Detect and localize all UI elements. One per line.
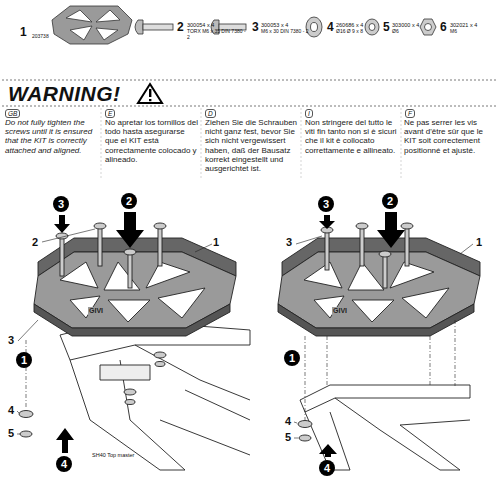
callout-number: 6 [440, 21, 447, 35]
callout-number: 5 [383, 21, 390, 35]
part-label: 300053 x 4 [261, 22, 288, 28]
callout-number: 4 [285, 415, 291, 428]
warning-text: Ziehen Sie die Schrauben nicht ganz fest… [205, 118, 298, 173]
left-arrows [18, 212, 144, 453]
part-label: 302021 x 4 [450, 22, 477, 28]
callout-number: 1 [16, 352, 32, 368]
part-label: SH40 Top master [92, 452, 134, 458]
part-label: 300054 x 4 [187, 22, 214, 28]
warning-header [2, 80, 498, 178]
callout-number: 4 [319, 460, 335, 476]
warning-text: Do not fully tighten the screws until it… [5, 118, 98, 155]
callout-number: 2 [177, 21, 184, 35]
part-label: 203738 [32, 34, 49, 40]
warning-text: M6 x 30 DIN 7380 - 2 [261, 29, 311, 35]
callout-number: 3 [318, 196, 334, 212]
warning-text: No apretar los tornillos del todo hasta … [105, 118, 198, 164]
left-assembly [17, 223, 250, 470]
part-label: Ø16 Ø 9 x 8 [336, 29, 363, 35]
callout-number: 3 [252, 21, 259, 35]
callout-number: 5 [285, 431, 291, 444]
callout-number: 2 [32, 236, 38, 249]
callout-number: 5 [8, 427, 14, 440]
callout-number: 2 [121, 193, 137, 209]
callout-number: 4 [56, 456, 72, 472]
part-label: GIVI [88, 307, 104, 315]
callout-number: 4 [8, 404, 14, 417]
part-label: 260686 x 4 [336, 22, 363, 28]
language-code: I [305, 109, 313, 118]
right-arrows [319, 212, 405, 457]
warning-text: TORX M6 x 35 DIN 7380 - 2 [187, 29, 249, 41]
language-code: D [205, 109, 216, 118]
callout-number: 1 [20, 26, 27, 40]
warning-title: WARNING! [8, 82, 121, 106]
callout-number: 1 [476, 236, 482, 249]
part-label: 303000 x 4 [392, 22, 419, 28]
part-label: Ø6 [392, 29, 399, 35]
part-label: M6 [450, 29, 457, 35]
right-assembly [278, 223, 480, 470]
language-code: GB [5, 109, 20, 118]
warning-text: Non stringere del tutto le viti fin tant… [305, 118, 398, 155]
part-label: GIVI [332, 307, 348, 315]
warning-text: Ne pas serrer les vis avant d'être sûr q… [404, 118, 497, 155]
language-code: E [105, 109, 115, 118]
callout-number: 3 [286, 236, 292, 249]
callout-number: 1 [213, 236, 219, 249]
callout-number: 3 [8, 334, 14, 347]
callout-number: 3 [53, 196, 69, 212]
callout-number: 1 [284, 350, 300, 366]
parts-row [52, 6, 436, 44]
language-code: F [405, 109, 415, 118]
callout-number: 4 [327, 21, 334, 35]
callout-number: 2 [382, 193, 398, 209]
